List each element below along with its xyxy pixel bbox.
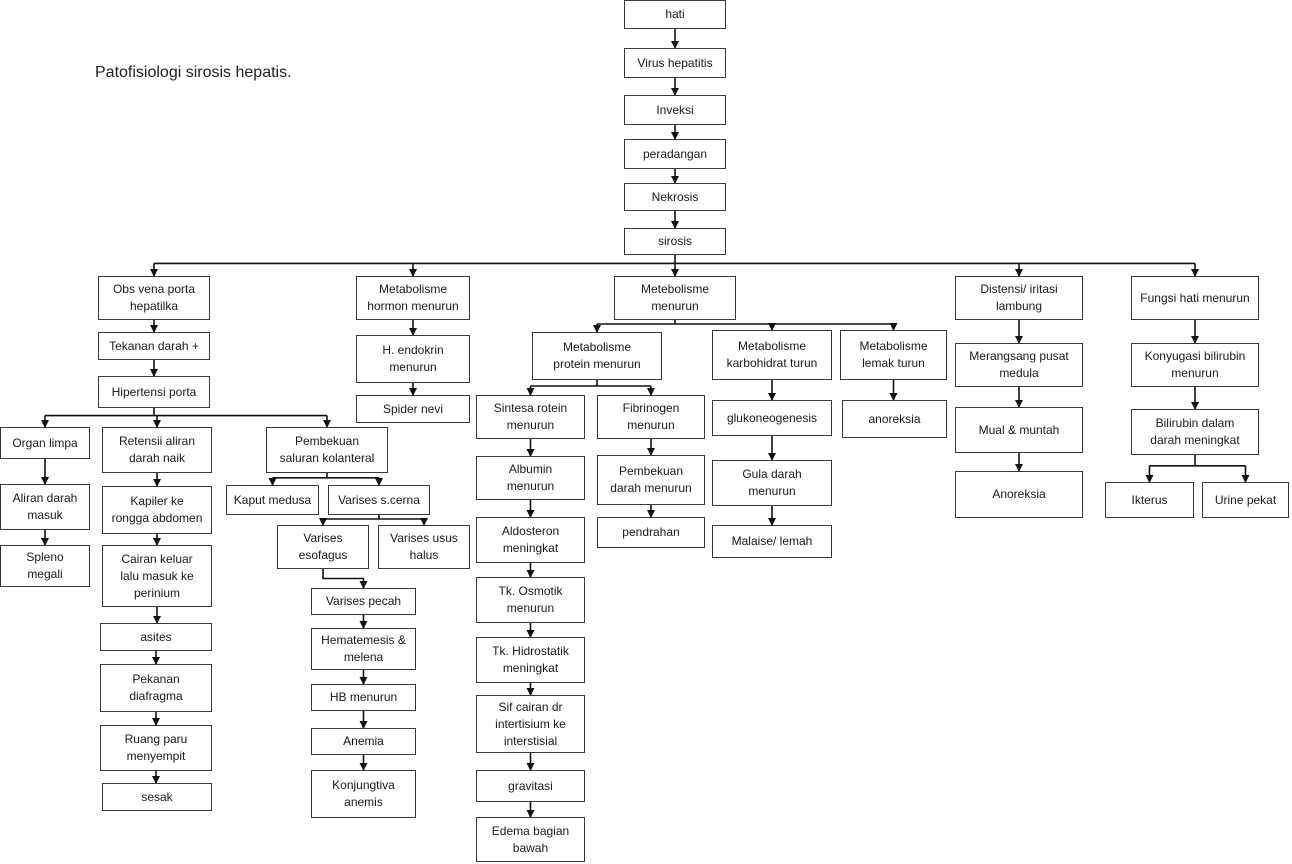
flow-node-ruang: Ruang paru menyempit bbox=[100, 725, 212, 771]
flow-node-cairan: Cairan keluar lalu masuk ke perinium bbox=[102, 545, 212, 607]
flow-node-fibrinogen: Fibrinogen menurun bbox=[597, 395, 705, 439]
edge-bus-hipertensi bbox=[45, 408, 327, 417]
edge-bus-bilirubin bbox=[1149, 455, 1246, 467]
flow-node-hematemesis: Hematemesis & melena bbox=[311, 628, 416, 670]
flow-node-sif: Sif cairan dr intertisium ke interstisia… bbox=[476, 695, 585, 753]
flow-node-varises-usus: Varises usus halus bbox=[378, 525, 470, 569]
flow-node-pembekuan-darah: Pembekuan darah menurun bbox=[597, 455, 705, 505]
flow-node-meta-hormon: Metabolisme hormon menurun bbox=[356, 276, 470, 320]
diagram-title: Patofisiologi sirosis hepatis. bbox=[95, 64, 292, 81]
flow-node-kaput: Kaput medusa bbox=[226, 485, 319, 515]
flow-node-urine: Urine pekat bbox=[1202, 482, 1289, 518]
flow-node-meta-protein: Metabolisme protein menurun bbox=[532, 332, 662, 380]
edge-varises-eso-to-varises-pecah bbox=[322, 569, 368, 589]
flow-node-meta-lemak: Metabolisme lemak turun bbox=[840, 330, 947, 380]
flow-node-hipertensi: Hipertensi porta bbox=[98, 376, 210, 408]
edge-bus-varises-sc bbox=[323, 515, 424, 520]
flow-node-aliran: Aliran darah masuk bbox=[0, 484, 90, 530]
flow-node-konyugasi: Konyugasi bilirubin menurun bbox=[1131, 343, 1259, 387]
flow-node-obs: Obs vena porta hepatilka bbox=[98, 276, 210, 320]
flow-node-organ: Organ limpa bbox=[0, 427, 90, 459]
flow-node-hati: hati bbox=[624, 0, 726, 29]
edge-bus-meta bbox=[597, 320, 894, 325]
edge-bus-meta-protein bbox=[530, 380, 651, 387]
flow-node-kapiler: Kapiler ke rongga abdomen bbox=[102, 486, 212, 534]
flow-node-sesak: sesak bbox=[102, 783, 212, 811]
flow-node-gula: Gula darah menurun bbox=[712, 460, 832, 506]
flow-node-pendrahan: pendrahan bbox=[597, 517, 705, 548]
flow-node-bilirubin: Bilirubin dalam darah meningkat bbox=[1131, 409, 1259, 455]
flow-node-distensi: Distensi/ iritasi lambung bbox=[955, 276, 1083, 320]
flow-node-konjungtiva: Konjungtiva anemis bbox=[311, 770, 416, 818]
flow-node-spleno: Spleno megali bbox=[0, 545, 90, 587]
flow-node-meta-karbo: Metabolisme karbohidrat turun bbox=[712, 330, 832, 380]
flow-node-retensi: Retensii aliran darah naik bbox=[102, 427, 212, 473]
flow-node-sirosis: sirosis bbox=[624, 228, 726, 255]
flow-node-gravitasi: gravitasi bbox=[476, 770, 585, 802]
flow-node-meta: Metebolisme menurun bbox=[614, 276, 736, 320]
flow-node-edema: Edema bagian bawah bbox=[476, 817, 585, 862]
flow-node-albumin: Albumin menurun bbox=[476, 456, 585, 500]
flow-node-malaise: Malaise/ lemah bbox=[712, 525, 832, 558]
flow-node-peradangan: peradangan bbox=[624, 139, 726, 169]
flow-node-asites: asites bbox=[100, 623, 212, 651]
edge-bus-sirosis bbox=[154, 255, 1195, 265]
flow-node-anemia: Anemia bbox=[311, 728, 416, 755]
flow-node-fungsi: Fungsi hati menurun bbox=[1131, 276, 1259, 320]
flow-node-varises-pecah: Varises pecah bbox=[311, 588, 416, 615]
flow-node-merangsang: Merangsang pusat medula bbox=[955, 343, 1083, 387]
flow-node-mual: Mual & muntah bbox=[955, 407, 1083, 453]
flow-node-pekanan: Pekanan diafragma bbox=[100, 664, 212, 712]
flow-node-hb: HB menurun bbox=[311, 684, 416, 711]
flow-node-sintesa: Sintesa rotein menurun bbox=[476, 395, 585, 439]
flow-node-aldosteron: Aldosteron meningkat bbox=[476, 517, 585, 563]
flow-node-anoreksia2: Anoreksia bbox=[955, 471, 1083, 518]
flow-node-anoreksia1: anoreksia bbox=[842, 400, 947, 438]
flow-node-ikterus: Ikterus bbox=[1105, 482, 1194, 518]
flow-node-varises-eso: Varises esofagus bbox=[277, 525, 369, 569]
edge-bus-pembekuan-sal bbox=[272, 473, 379, 479]
flow-node-hidrostatik: Tk. Hidrostatik meningkat bbox=[476, 637, 585, 683]
flow-node-osmotik: Tk. Osmotik menurun bbox=[476, 577, 585, 623]
flow-node-gluko: glukoneogenesis bbox=[712, 400, 832, 436]
flow-node-pembekuan-sal: Pembekuan saluran kolanteral bbox=[266, 427, 388, 473]
flow-node-virus: Virus hepatitis bbox=[624, 48, 726, 78]
flow-node-nekrosis: Nekrosis bbox=[624, 183, 726, 211]
flow-node-endokrin: H. endokrin menurun bbox=[356, 335, 470, 383]
flow-node-tekanan: Tekanan darah + bbox=[98, 332, 210, 360]
flow-node-inveksi: Inveksi bbox=[624, 95, 726, 125]
flow-node-varises-sc: Varises s.cerna bbox=[328, 485, 430, 515]
flow-node-spider: Spider nevi bbox=[356, 395, 470, 423]
